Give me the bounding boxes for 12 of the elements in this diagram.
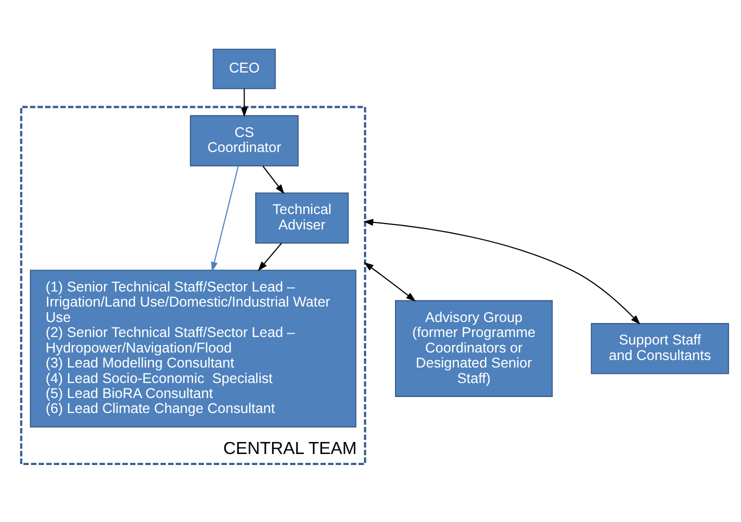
arrow [258,242,282,272]
arrow [262,166,284,194]
arrow [364,262,416,302]
arrow [363,218,640,325]
arrow [211,166,239,272]
node-box: Advisory Group (former Programme Coordinators or Designated Senior Staff) [394,300,553,398]
arrow [240,88,248,118]
node-box: CS Coordinator [190,115,299,166]
node-box: Support Staff and Consultants [590,323,730,374]
node-box: Technical Adviser [255,192,349,244]
node-box: (1) Senior Technical Staff/Sector Lead – Irrigation/Land Use/Domestic/Industrial Water Use (2) Senior Technical Staff/Sector Lead – Hydropower/Navigation/Flood (3) Lead Modelling Consultant (4) Lead Socio-Economic Specialist (5) Lead BioRA Consultant (6) Lead Climate Change Consultant [30,270,356,428]
node-box: CEO [212,48,276,90]
